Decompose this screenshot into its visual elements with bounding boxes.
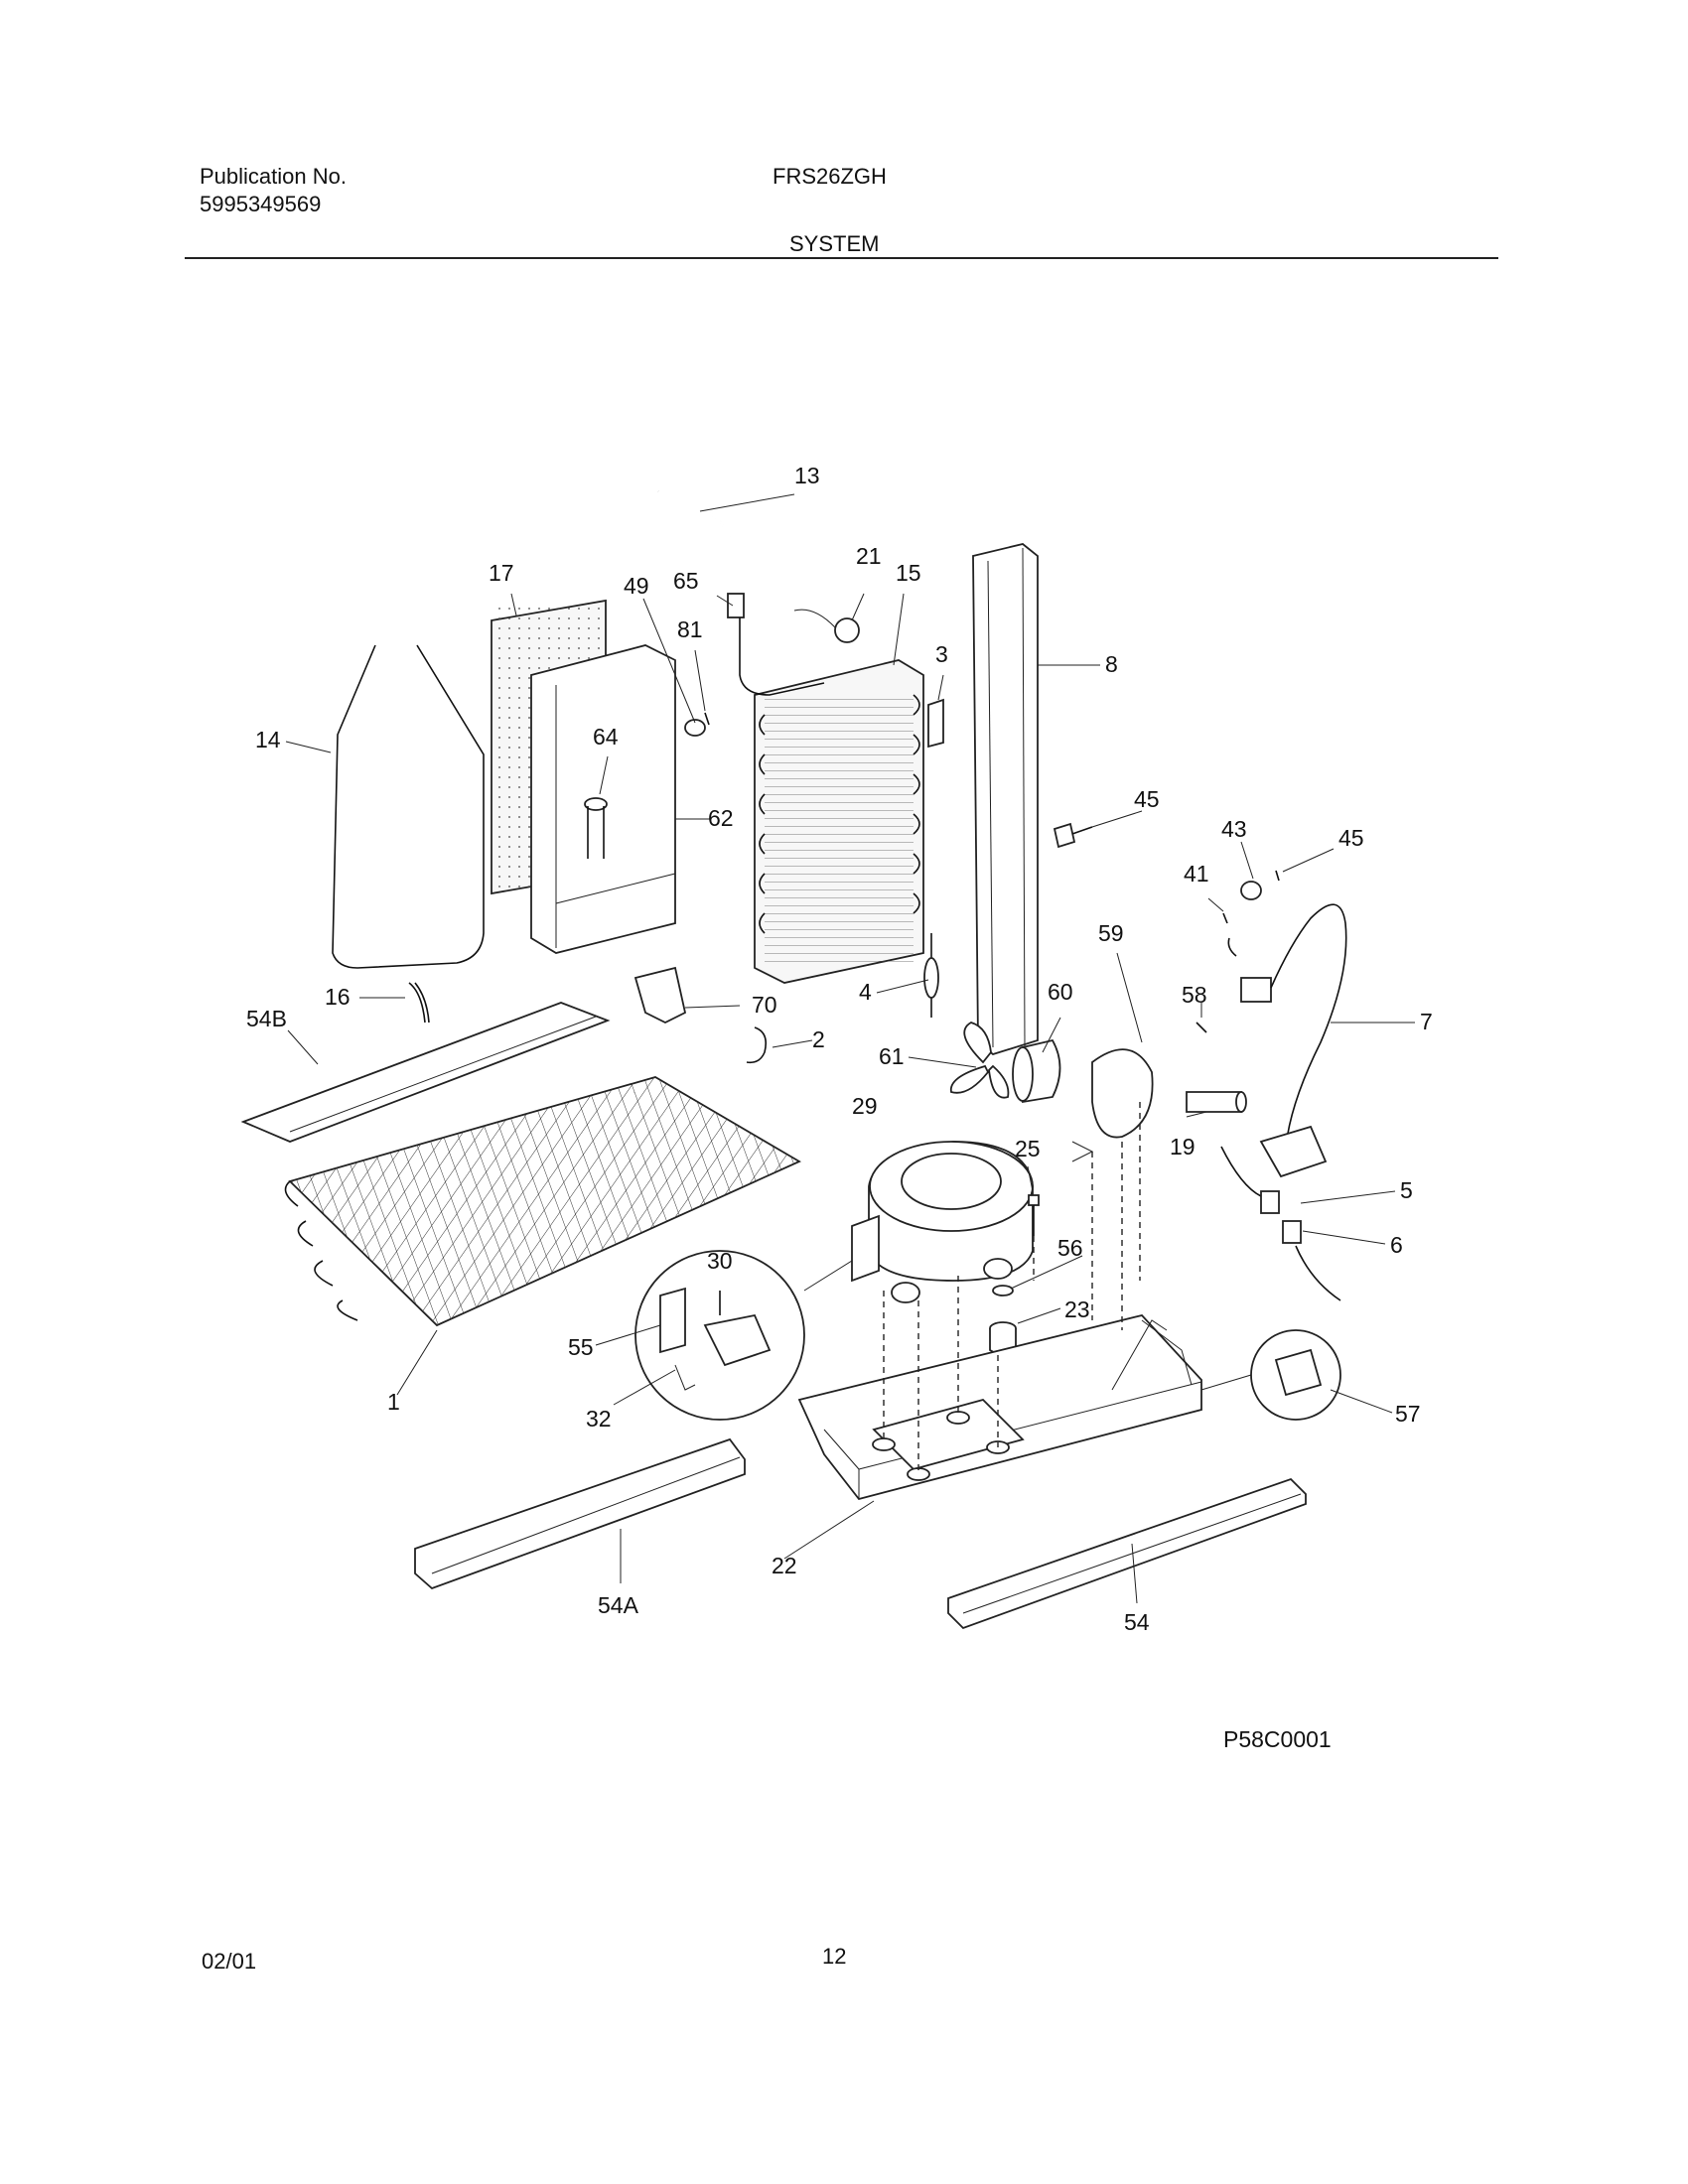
callout-64: 64 xyxy=(593,724,619,750)
part-81-screw xyxy=(704,712,710,726)
leader-lines xyxy=(285,493,1415,1604)
part-1-condenser xyxy=(284,1076,801,1327)
detail-circle-57 xyxy=(1200,1329,1341,1421)
callout-4: 4 xyxy=(859,979,872,1005)
part-45-screw xyxy=(1053,822,1093,849)
part-45-screw-small xyxy=(1275,870,1280,882)
callout-58: 58 xyxy=(1182,982,1207,1008)
callout-56: 56 xyxy=(1057,1235,1083,1261)
part-7-power-cord xyxy=(1227,903,1347,1178)
callout-62: 62 xyxy=(708,805,734,831)
callout-55: 55 xyxy=(568,1334,594,1360)
callout-8: 8 xyxy=(1105,651,1118,677)
part-70-bracket xyxy=(633,966,687,1024)
part-3-clip xyxy=(927,698,944,749)
callout-61: 61 xyxy=(879,1043,905,1069)
publication-label: Publication No. xyxy=(200,164,347,189)
callout-16: 16 xyxy=(325,984,351,1010)
part-16-clip xyxy=(408,982,430,1024)
part-54a-rail xyxy=(414,1437,746,1590)
detail-circle-30-55-32 xyxy=(634,1250,853,1421)
callout-23: 23 xyxy=(1064,1297,1090,1322)
part-58-screw xyxy=(1196,1022,1207,1033)
part-4-drier xyxy=(923,933,939,1018)
callout-60: 60 xyxy=(1048,979,1073,1005)
part-14-heater xyxy=(332,644,485,969)
part-15-evaporator xyxy=(739,617,924,984)
callout-70: 70 xyxy=(752,992,777,1018)
part-61-fan-blade xyxy=(949,1022,1010,1099)
figure-code: P58C0001 xyxy=(1223,1726,1332,1752)
callout-15: 15 xyxy=(896,560,921,586)
callout-1: 1 xyxy=(387,1389,400,1415)
part-49-grommet xyxy=(684,719,706,737)
callout-54a: 54A xyxy=(598,1592,639,1618)
callout-29: 29 xyxy=(852,1093,878,1119)
part-21-thermistor xyxy=(793,609,860,643)
part-22-base-pan xyxy=(797,1313,1202,1501)
callout-54: 54 xyxy=(1124,1609,1150,1635)
callout-19: 19 xyxy=(1170,1134,1196,1160)
part-13-tube xyxy=(657,489,739,595)
callout-30: 30 xyxy=(707,1248,733,1274)
part-41-screw xyxy=(1222,912,1228,924)
footer-date: 02/01 xyxy=(202,1949,257,1974)
callout-22: 22 xyxy=(772,1553,797,1578)
callout-43: 43 xyxy=(1221,816,1247,842)
part-60-fan-motor xyxy=(1012,1038,1061,1104)
part-25-bolt xyxy=(1028,1194,1040,1236)
part-65-connector xyxy=(727,593,745,618)
part-54b-rail xyxy=(240,1002,611,1143)
page-number: 12 xyxy=(822,1944,847,1969)
callout-59: 59 xyxy=(1098,920,1124,946)
part-43-relay xyxy=(1240,881,1262,900)
callout-14: 14 xyxy=(255,727,281,752)
alignment-lines xyxy=(883,1102,1141,1474)
part-2-clip xyxy=(746,1026,768,1064)
model-number: FRS26ZGH xyxy=(773,164,887,189)
part-29-compressor xyxy=(851,1141,1034,1303)
callout-17: 17 xyxy=(489,560,514,586)
callout-32: 32 xyxy=(586,1406,612,1432)
part-5-6-harness xyxy=(1220,1146,1341,1301)
section-title: SYSTEM xyxy=(789,231,880,256)
part-19-tube xyxy=(1186,1091,1247,1113)
part-54-rail xyxy=(947,1477,1307,1630)
part-64-drain-tube xyxy=(584,797,608,859)
callout-5: 5 xyxy=(1400,1177,1413,1203)
part-56-washer xyxy=(992,1285,1014,1297)
publication-number: 5995349569 xyxy=(200,192,322,216)
callout-65: 65 xyxy=(673,568,699,594)
callout-49: 49 xyxy=(624,573,649,599)
callout-13: 13 xyxy=(794,463,820,488)
callout-45-b: 45 xyxy=(1338,825,1364,851)
callout-57: 57 xyxy=(1395,1401,1421,1427)
callout-7: 7 xyxy=(1420,1009,1433,1034)
part-8-channel xyxy=(972,543,1039,1056)
callout-41: 41 xyxy=(1184,861,1209,887)
callout-2: 2 xyxy=(812,1026,825,1052)
callout-54b: 54B xyxy=(246,1006,287,1031)
callout-21: 21 xyxy=(856,543,882,569)
callout-3: 3 xyxy=(935,641,948,667)
header-rule xyxy=(185,257,1498,259)
callout-45: 45 xyxy=(1134,786,1160,812)
callout-6: 6 xyxy=(1390,1232,1403,1258)
callout-81: 81 xyxy=(677,616,703,642)
callout-25: 25 xyxy=(1015,1136,1041,1161)
